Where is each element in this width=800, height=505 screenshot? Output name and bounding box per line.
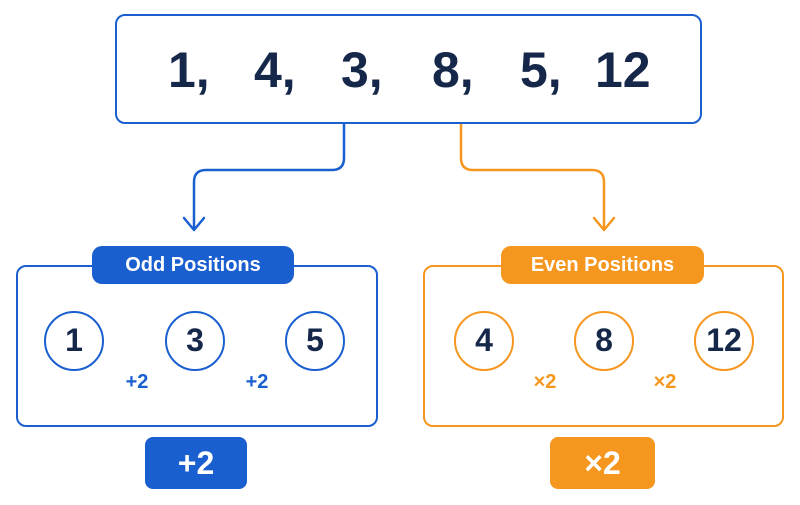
even-rule-badge: ×2 <box>550 437 655 489</box>
odd-step-label: +2 <box>125 371 149 393</box>
even-term-circle: 4 <box>454 311 514 371</box>
even-branch-connector <box>459 122 606 230</box>
even-step-label: ×2 <box>533 371 557 393</box>
sequence-term: 12 <box>595 42 651 98</box>
sequence-term: 5, <box>520 42 562 98</box>
even-positions-title: Even Positions <box>501 246 704 284</box>
even-term-circle: 12 <box>694 311 754 371</box>
odd-rule-badge: +2 <box>145 437 247 489</box>
odd-term-circle: 3 <box>165 311 225 371</box>
sequence-box <box>115 14 702 124</box>
sequence-term: 8, <box>432 42 474 98</box>
odd-term-circle: 5 <box>285 311 345 371</box>
odd-term-circle: 1 <box>44 311 104 371</box>
odd-step-label: +2 <box>245 371 269 393</box>
even-step-label: ×2 <box>653 371 677 393</box>
sequence-term: 1, <box>168 42 210 98</box>
arrow-down-icon <box>182 216 206 232</box>
odd-branch-connector <box>192 122 346 230</box>
sequence-term: 4, <box>254 42 296 98</box>
odd-positions-title: Odd Positions <box>92 246 294 284</box>
arrow-down-icon <box>592 216 616 232</box>
even-term-circle: 8 <box>574 311 634 371</box>
sequence-term: 3, <box>341 42 383 98</box>
